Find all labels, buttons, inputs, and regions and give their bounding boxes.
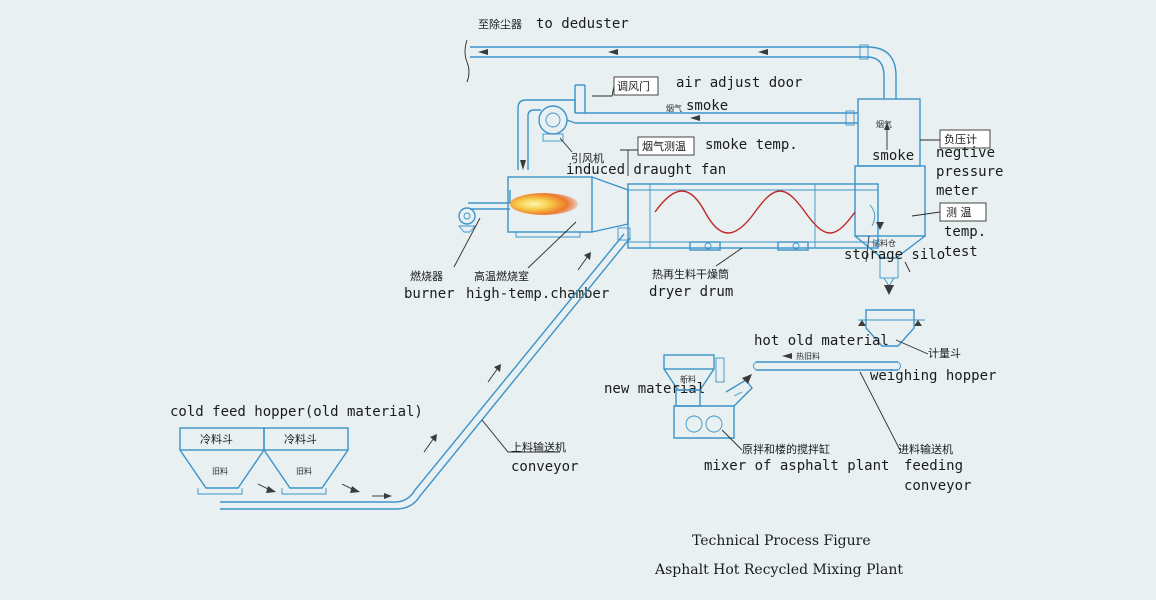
smoke-arrow xyxy=(690,115,700,121)
mixer-unit xyxy=(673,379,753,439)
feeding-en-2: conveyor xyxy=(904,478,971,494)
fan-cn-label: 引风机 xyxy=(571,151,604,165)
fan-en-label: induced draught fan xyxy=(566,162,726,178)
pressure-en-3: meter xyxy=(936,183,978,199)
smoke-en-label: smoke xyxy=(686,98,728,114)
weighing-hopper xyxy=(858,309,925,347)
induced-draught-fan xyxy=(517,99,576,170)
feeding-leader xyxy=(859,371,901,451)
new-small-cn: 新料 xyxy=(680,374,696,384)
smoke-return-pipe xyxy=(574,84,858,126)
weigh-en: weighing hopper xyxy=(870,368,996,384)
tower-arrow-head xyxy=(884,122,890,130)
air-door-box xyxy=(613,76,659,96)
feeding-conveyor xyxy=(753,361,901,371)
pressure-cn: 负压计 xyxy=(944,132,977,146)
old-cn-2: 旧料 xyxy=(296,466,312,476)
temp-box xyxy=(939,202,987,222)
cold-cn-1: 冷料斗 xyxy=(200,432,233,446)
burner-en: burner xyxy=(404,286,455,302)
temp-en-1: temp. xyxy=(944,224,986,240)
feed-arrow xyxy=(257,483,392,499)
smoke-temp-box xyxy=(637,136,695,156)
burner-cn: 燃烧器 xyxy=(410,269,443,283)
silo-down-arrow xyxy=(884,285,894,295)
drum-en: dryer drum xyxy=(649,284,733,300)
temp-en-2: test xyxy=(944,244,978,260)
cold-feed-hopper-2 xyxy=(263,427,349,495)
drum-leader xyxy=(715,247,743,267)
deduster-en-label: to deduster xyxy=(536,16,629,32)
drum-exit-arrow xyxy=(876,222,884,230)
flow-arrow xyxy=(478,49,768,55)
mixer-leader xyxy=(721,429,743,451)
temp-cn: 测 温 xyxy=(946,206,972,219)
pressure-en-1: negtive xyxy=(936,145,995,161)
burner-leader xyxy=(453,217,481,268)
hot-old-arrow xyxy=(782,353,792,359)
conveyor-leader xyxy=(481,419,560,453)
temp-leader xyxy=(911,211,941,217)
smoke-temp-en: smoke temp. xyxy=(705,137,798,153)
mixer-cn: 原拌和楼的搅拌缸 xyxy=(742,442,830,456)
smoke-tower xyxy=(854,98,926,287)
silo-en: storage silo xyxy=(844,247,945,263)
air-door-en: air adjust door xyxy=(676,75,802,91)
hot-old-en: hot old material xyxy=(754,333,889,349)
tower-smoke-en: smoke xyxy=(872,148,914,164)
weigh-leader xyxy=(895,339,929,355)
old-cn-1: 旧料 xyxy=(212,466,228,476)
conveyor-cn: 上料输送机 xyxy=(511,440,566,454)
dryer-drum xyxy=(627,183,879,251)
deduster-cn-label: 至除尘器 xyxy=(478,17,522,31)
conveyor-arrow xyxy=(423,252,591,453)
new-en: new material xyxy=(604,381,705,397)
fan-leader xyxy=(559,137,573,153)
chamber-leader xyxy=(527,221,577,269)
feeding-cn: 进料输送机 xyxy=(898,442,953,456)
pressure-box xyxy=(939,129,991,149)
weigh-cn: 计量斗 xyxy=(928,347,961,360)
exhaust-pipe xyxy=(464,39,897,99)
mixer-inlet-arrow xyxy=(742,374,752,384)
drum-cn: 热再生料干燥筒 xyxy=(652,267,729,281)
smoke-small-cn: 烟气 xyxy=(666,103,682,113)
feeding-en-1: feeding xyxy=(904,458,963,474)
smoke-temp-cn: 烟气测温 xyxy=(642,139,686,153)
conveyor-en: conveyor xyxy=(511,459,578,475)
hot-old-cn: 热旧料 xyxy=(796,351,820,361)
burner-flame xyxy=(510,193,578,215)
caption-line2: Asphalt Hot Recycled Mixing Plant xyxy=(654,562,903,578)
cold-cn-2: 冷料斗 xyxy=(284,432,317,446)
pressure-en-2: pressure xyxy=(936,164,1003,180)
fan-down-arrow xyxy=(520,160,526,170)
chamber-cn: 高温燃烧室 xyxy=(474,269,529,283)
mixer-en: mixer of asphalt plant xyxy=(704,458,889,474)
air-door-cn: 调风门 xyxy=(617,79,650,93)
air-door-leader xyxy=(592,85,615,97)
incline-conveyor xyxy=(220,227,631,510)
cold-feed-en: cold feed hopper(old material) xyxy=(170,404,423,420)
tower-smoke-cn: 烟气 xyxy=(876,119,892,129)
silo-cn: 储料仓 xyxy=(872,238,896,248)
caption-line1: Technical Process Figure xyxy=(692,533,871,549)
chamber-en: high-temp.chamber xyxy=(466,286,609,302)
